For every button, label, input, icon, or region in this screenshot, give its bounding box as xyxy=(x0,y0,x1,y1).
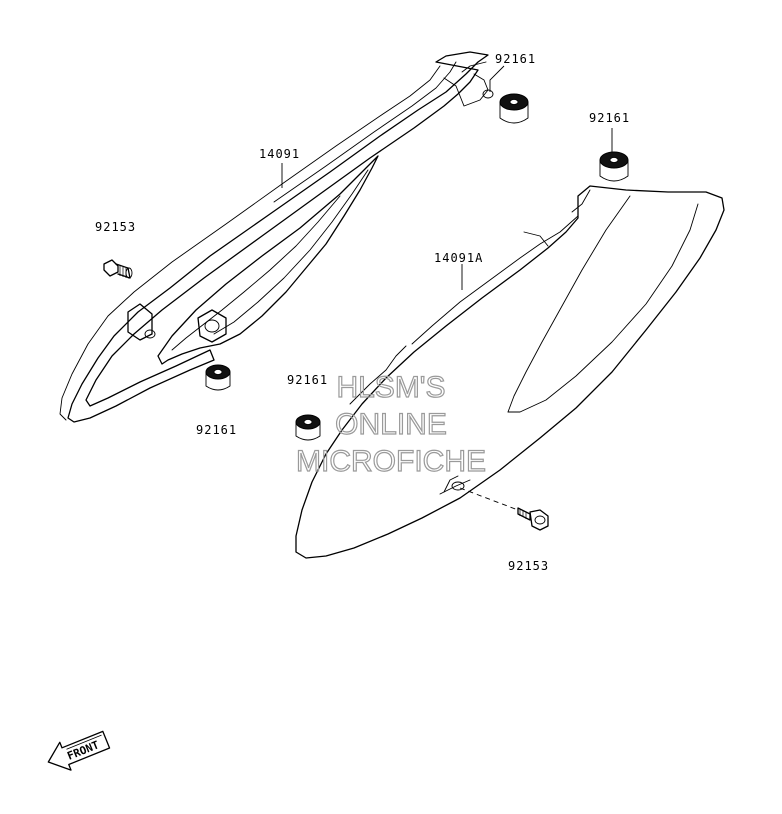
front-arrow-icon xyxy=(47,730,111,771)
grommet-92161-lower-left xyxy=(205,364,231,391)
side-cover-14091A xyxy=(295,185,725,559)
grommet-92161-middle xyxy=(295,414,321,441)
watermark-line-3: MICROFICHE xyxy=(296,445,486,478)
label-92161-middle: 92161 xyxy=(287,373,328,387)
bolt-install-path xyxy=(459,487,519,511)
side-cover-14091 xyxy=(59,51,494,423)
leader-92161-top-left xyxy=(489,65,505,92)
grommet-92161-top-right xyxy=(599,151,629,182)
label-14091: 14091 xyxy=(259,147,300,161)
label-92153-left: 92153 xyxy=(95,220,136,234)
bolt-92153-left xyxy=(103,259,133,279)
label-92161-top-left: 92161 xyxy=(495,52,536,66)
watermark: HLSM'S ONLINE MICROFICHE xyxy=(295,370,486,478)
grommet-92161-top-left xyxy=(499,93,529,124)
label-92161-top-right: 92161 xyxy=(589,111,630,125)
label-14091A: 14091A xyxy=(434,251,483,265)
bolt-92153-right xyxy=(517,507,549,531)
front-arrow: FRONT xyxy=(47,730,111,771)
watermark-line-1: HLSM'S xyxy=(336,371,445,404)
label-92153-right: 92153 xyxy=(508,559,549,573)
label-92161-lower-left: 92161 xyxy=(196,423,237,437)
watermark-line-2: ONLINE xyxy=(335,408,447,441)
